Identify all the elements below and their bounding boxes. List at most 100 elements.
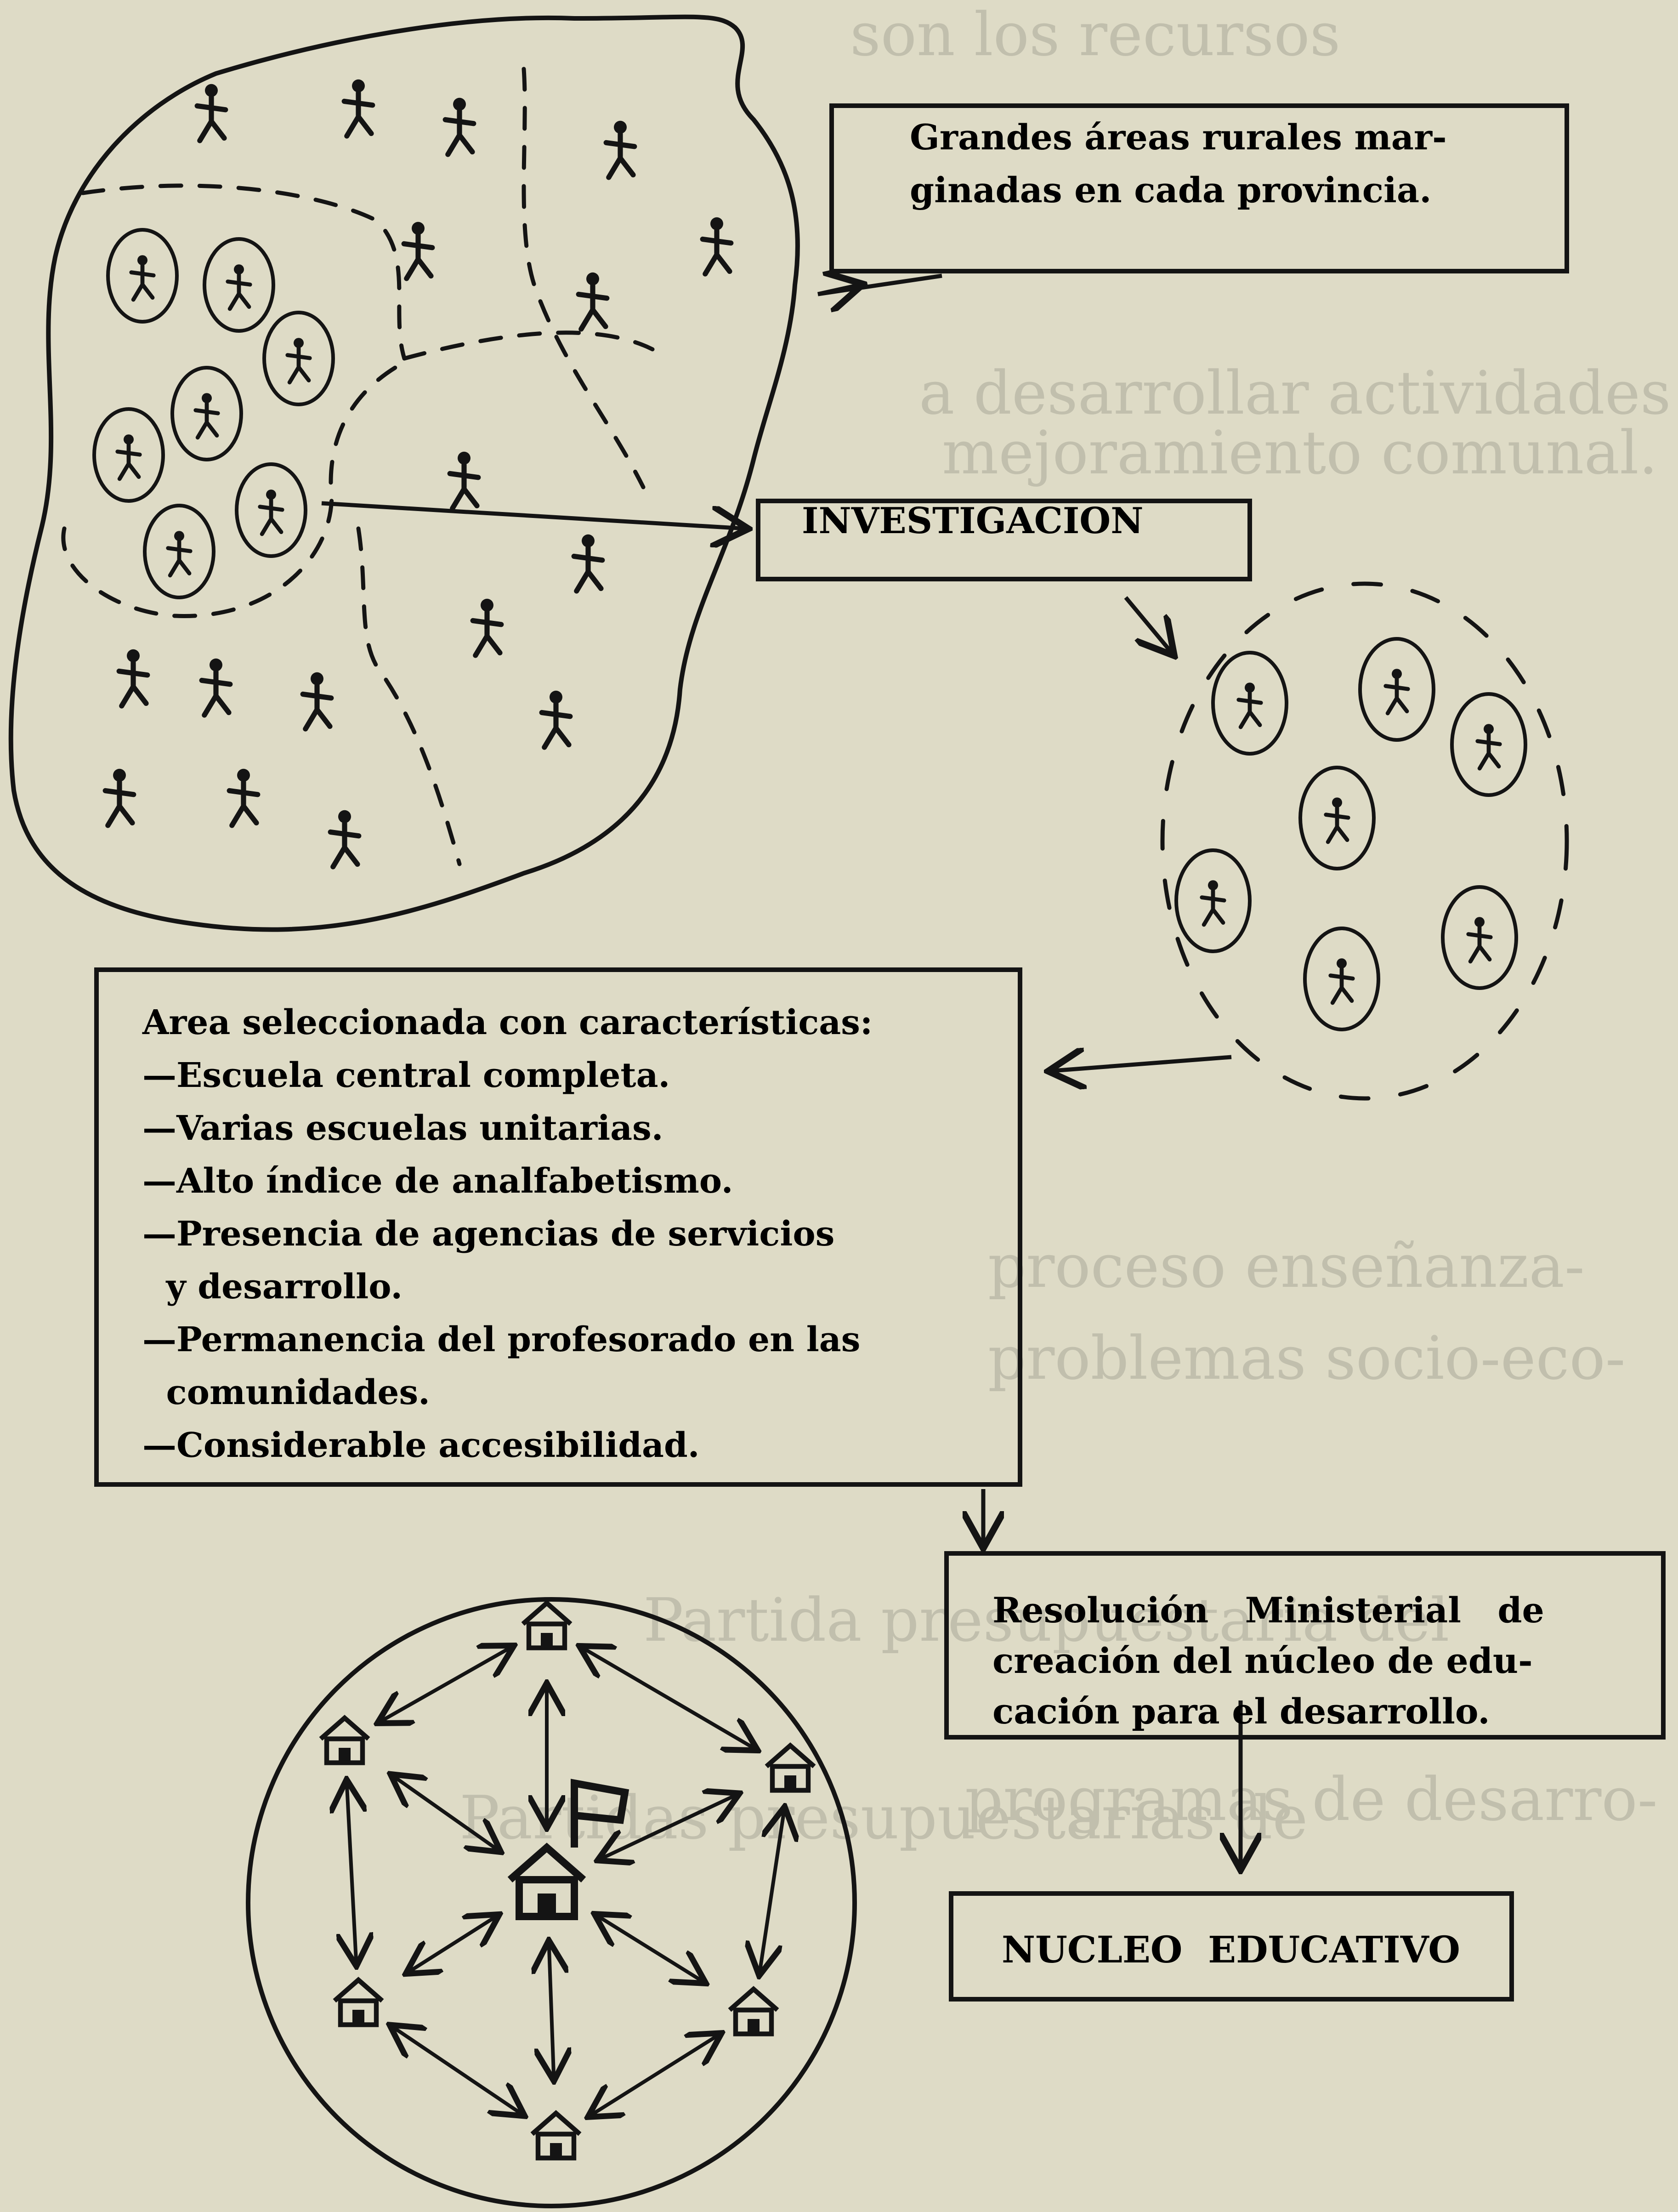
arrow-to-area-box [1052, 1057, 1232, 1071]
stick-figure-icon [199, 658, 233, 718]
area-line-3: —Varias escuelas unitarias. [142, 1109, 663, 1148]
area-line-5: —Presencia de agencias de servicios [142, 1214, 834, 1254]
stick-figure-icon [1324, 797, 1350, 844]
stick-figure-icon [700, 217, 734, 277]
svg-text:a desarrollar actividades: a desarrollar actividades [919, 358, 1671, 428]
school-house-icon [333, 1977, 384, 2027]
box-rural-frame [829, 103, 1569, 273]
flow-arrows [321, 273, 1241, 1866]
school-house-icon [765, 1742, 816, 1793]
arrow-shaft [817, 273, 942, 296]
area-line-9: —Considerable accesibilidad. [142, 1426, 699, 1465]
stick-figure-icon [227, 768, 261, 828]
bidirectional-link-arrow [393, 1776, 498, 1850]
area-line-6: y desarrollo. [142, 1267, 402, 1307]
svg-text:problemas socio-eco-: problemas socio-eco- [988, 1323, 1626, 1393]
school-house-icon [319, 1715, 370, 1765]
arrow-to-investigacion [321, 501, 744, 529]
box-frames [94, 103, 1666, 2002]
area-line-1: Area seleccionada con características: [142, 1003, 873, 1042]
stick-figure-icon [1200, 880, 1226, 927]
box-investigacion-label: INVESTIGACION [802, 500, 1144, 542]
stick-figure-icon [1383, 669, 1410, 716]
svg-text:mejoramiento comunal.: mejoramiento comunal. [942, 418, 1658, 488]
bidirectional-link-arrow [409, 1916, 496, 1972]
stick-figure-icon [1328, 958, 1355, 1005]
resolucion-line-2: creación del núcleo de edu- [992, 1640, 1533, 1681]
stick-figure-icon [401, 222, 435, 281]
stick-figure-icon [285, 338, 312, 385]
stick-figure-icon [102, 768, 136, 828]
bleed-through-text: son los recursos a desarrollar actividad… [459, 0, 1671, 1853]
bidirectional-link-arrow [597, 1916, 703, 1982]
box-rural-line-2: ginadas en cada provincia. [910, 170, 1432, 210]
bidirectional-link-arrow [760, 1810, 784, 1972]
box-investigacion-frame [756, 499, 1252, 581]
stick-figure-icon [1475, 724, 1502, 771]
stick-figure-icon [1466, 917, 1493, 964]
stick-figure-icon [226, 264, 252, 311]
circled-stick-figure-icon [235, 462, 307, 558]
circled-stick-figure-icon [1303, 927, 1380, 1031]
stick-figure-icon [442, 97, 476, 157]
circled-stick-figure-icon [203, 237, 275, 333]
stick-figure-icon [1236, 682, 1263, 729]
circled-stick-figure-icon [106, 228, 179, 324]
rural-region-dashes [61, 67, 655, 866]
circled-stick-figure-icon [1298, 766, 1376, 870]
rural-area-outline [8, 14, 800, 932]
selected-group-dashed-circle [1160, 581, 1569, 1101]
school-house-icon [530, 2110, 582, 2161]
box-rural: Grandes áreas rurales mar- ginadas en ca… [910, 117, 1447, 210]
stick-figure-icon [341, 79, 375, 139]
stick-figure-icon [470, 598, 504, 658]
school-house-icon [728, 1986, 779, 2036]
svg-text:son los recursos: son los recursos [850, 0, 1340, 69]
stick-figure-icon [571, 534, 605, 594]
stick-figure-icon [166, 531, 193, 578]
box-area-frame [94, 967, 1022, 1487]
bidirectional-link-arrow [601, 1795, 737, 1859]
stick-figure-icon [300, 672, 334, 732]
resolucion-line-1: Resolución Ministerial de [992, 1590, 1544, 1631]
circled-stick-figure-icon [1441, 885, 1518, 990]
nucleo-links [347, 1647, 784, 2115]
circled-stick-figure-icon [262, 311, 335, 406]
circled-stick-figure-icon [1174, 848, 1252, 953]
box-rural-line-1: Grandes áreas rurales mar- [910, 117, 1447, 158]
circled-stick-figure-icon [92, 407, 165, 503]
stick-figure-icon [115, 434, 142, 481]
box-nucleo-label: NUCLEO EDUCATIVO [1002, 1928, 1460, 1971]
school-house-icon [521, 1600, 573, 1650]
bidirectional-link-arrow [549, 1944, 554, 2077]
bidirectional-link-arrow [380, 1647, 510, 1721]
stick-figure-icon [193, 393, 220, 440]
bidirectional-link-arrow [591, 2035, 719, 2115]
area-line-8: comunidades. [142, 1373, 430, 1412]
area-line-7: —Permanencia del profesorado en las [142, 1320, 860, 1359]
box-resolucion-frame [944, 1551, 1666, 1740]
icon-layer [92, 79, 1527, 2161]
nucleo-circle [246, 1597, 857, 2208]
arrow-to-selection [1124, 596, 1172, 653]
svg-text:programas de desarro-: programas de desarro- [965, 1764, 1658, 1834]
area-line-4: —Alto índice de analfabetismo. [142, 1161, 733, 1201]
circled-stick-figure-icon [143, 504, 215, 599]
circled-stick-figure-icon [1450, 692, 1527, 797]
stick-figure-icon [603, 120, 637, 180]
box-nucleo-frame [949, 1891, 1514, 2002]
svg-text:Partida presupuestaria del: Partida presupuestaria del [643, 1585, 1450, 1655]
svg-text:proceso enseñanza-: proceso enseñanza- [988, 1231, 1585, 1301]
stick-figure-icon [447, 451, 481, 511]
stick-figure-icon [539, 690, 573, 750]
stick-figure-icon [194, 84, 228, 143]
stick-figure-icon [129, 255, 156, 302]
stick-figure-icon [116, 649, 150, 709]
stick-figure-icon [576, 272, 610, 332]
area-line-2: —Escuela central completa. [142, 1056, 670, 1095]
bidirectional-link-arrow [583, 1648, 755, 1748]
bidirectional-link-arrow [393, 2027, 522, 2114]
circled-stick-figure-icon [170, 366, 243, 461]
